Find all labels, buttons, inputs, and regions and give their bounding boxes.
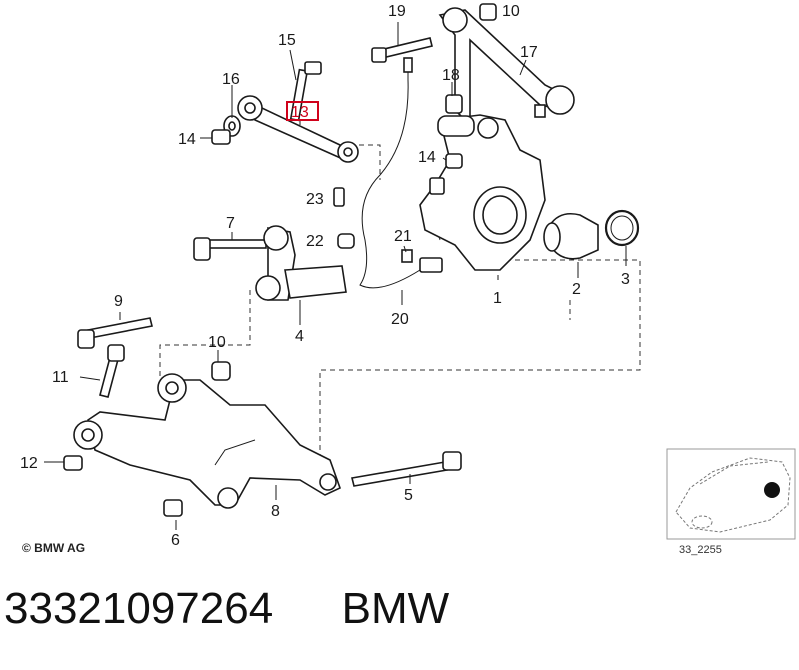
label-18: 18 [442,67,460,84]
circlip-3[interactable] [604,209,640,247]
label-22: 22 [306,233,324,250]
label-leader-lines [44,22,627,530]
location-marker [764,482,780,498]
bolt-19[interactable] [371,37,433,63]
bolt-15[interactable] [289,61,322,122]
label-17: 17 [520,44,538,61]
clip-23[interactable] [333,187,345,207]
label-3: 3 [621,271,630,288]
nut-12[interactable] [63,455,83,471]
label-21: 21 [394,228,412,245]
bushing-10-lower[interactable] [211,361,231,381]
brand-name: BMW [341,584,450,633]
label-16: 16 [222,71,240,88]
clip-22[interactable] [337,233,355,249]
label-19: 19 [388,3,406,20]
nut-14-left[interactable] [211,129,231,145]
label-14-right: 14 [418,149,436,166]
label-13[interactable]: 13 [291,104,309,121]
label-23: 23 [306,191,324,208]
label-7: 7 [226,215,235,232]
bolt-5[interactable] [351,451,462,487]
copyright-label: © BMW AG [22,541,86,555]
lower-control-arm-8[interactable] [73,373,341,509]
label-10-top: 10 [502,3,520,20]
label-11: 11 [52,369,69,386]
label-12: 12 [20,455,38,472]
label-10-lower: 10 [208,334,226,351]
highlight-box-13 [286,101,319,121]
bolt-7[interactable] [193,237,267,261]
assembly-dashed-lines [159,144,641,470]
label-1: 1 [493,290,502,307]
label-2: 2 [572,281,581,298]
wheel-carrier-1[interactable] [419,114,546,271]
part-number: 33321097264 [4,584,274,633]
label-6: 6 [171,532,180,549]
bearing-2[interactable] [543,212,599,260]
bolt-11[interactable] [99,344,125,398]
car-locator-inset [666,448,796,540]
label-20: 20 [391,311,409,328]
nut-14-right[interactable] [445,153,463,169]
sensor-cable-20[interactable] [359,57,443,289]
bolt-9[interactable] [77,317,153,349]
screw-21[interactable] [401,249,413,263]
label-14-left: 14 [178,131,196,148]
label-4: 4 [295,328,304,345]
label-8: 8 [271,503,280,520]
control-arm-13[interactable] [237,95,359,163]
label-15: 15 [278,32,296,49]
wishbone-17[interactable] [438,3,575,132]
label-9: 9 [114,293,123,310]
image-reference: 33_2255 [679,544,722,556]
part-caption: 33321097264 BMW [4,584,449,634]
trailing-link-4[interactable] [255,225,347,301]
bushing-18[interactable] [445,94,463,114]
label-5: 5 [404,487,413,504]
nut-6[interactable] [163,499,183,517]
